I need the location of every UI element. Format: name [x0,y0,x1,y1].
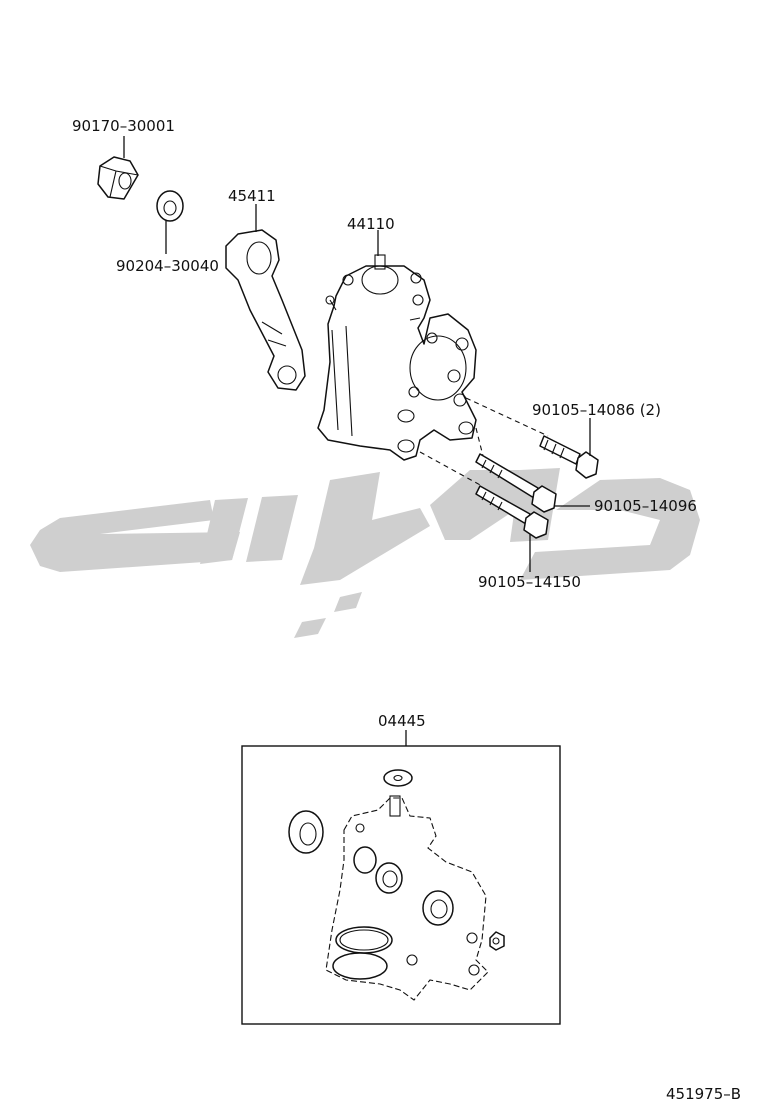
callout-pitman-arm: 45411 [228,187,276,205]
steering-gear-part [317,254,477,461]
bolt-14086-part [539,435,599,479]
watermark-logo [30,468,700,638]
callout-gear-assy: 44110 [347,215,395,233]
callout-bolt-b: 90105–14096 [594,497,697,515]
callout-bolt-c: 90105–14150 [478,573,581,591]
bolt-14096-part [475,453,557,513]
gasket-kit-frame [241,745,561,1025]
washer-part [156,190,184,222]
gasket-kit-parts [288,769,505,1001]
bolt-14150-part [475,485,549,539]
callout-gasket-kit: 04445 [378,712,426,730]
callout-washer: 90204–30040 [116,257,219,275]
pitman-arm-part [225,229,306,391]
callout-nut: 90170–30001 [72,117,175,135]
nut-part [97,156,139,200]
callout-bolt-a: 90105–14086 (2) [532,401,661,419]
diagram-code: 451975–B [666,1085,741,1103]
